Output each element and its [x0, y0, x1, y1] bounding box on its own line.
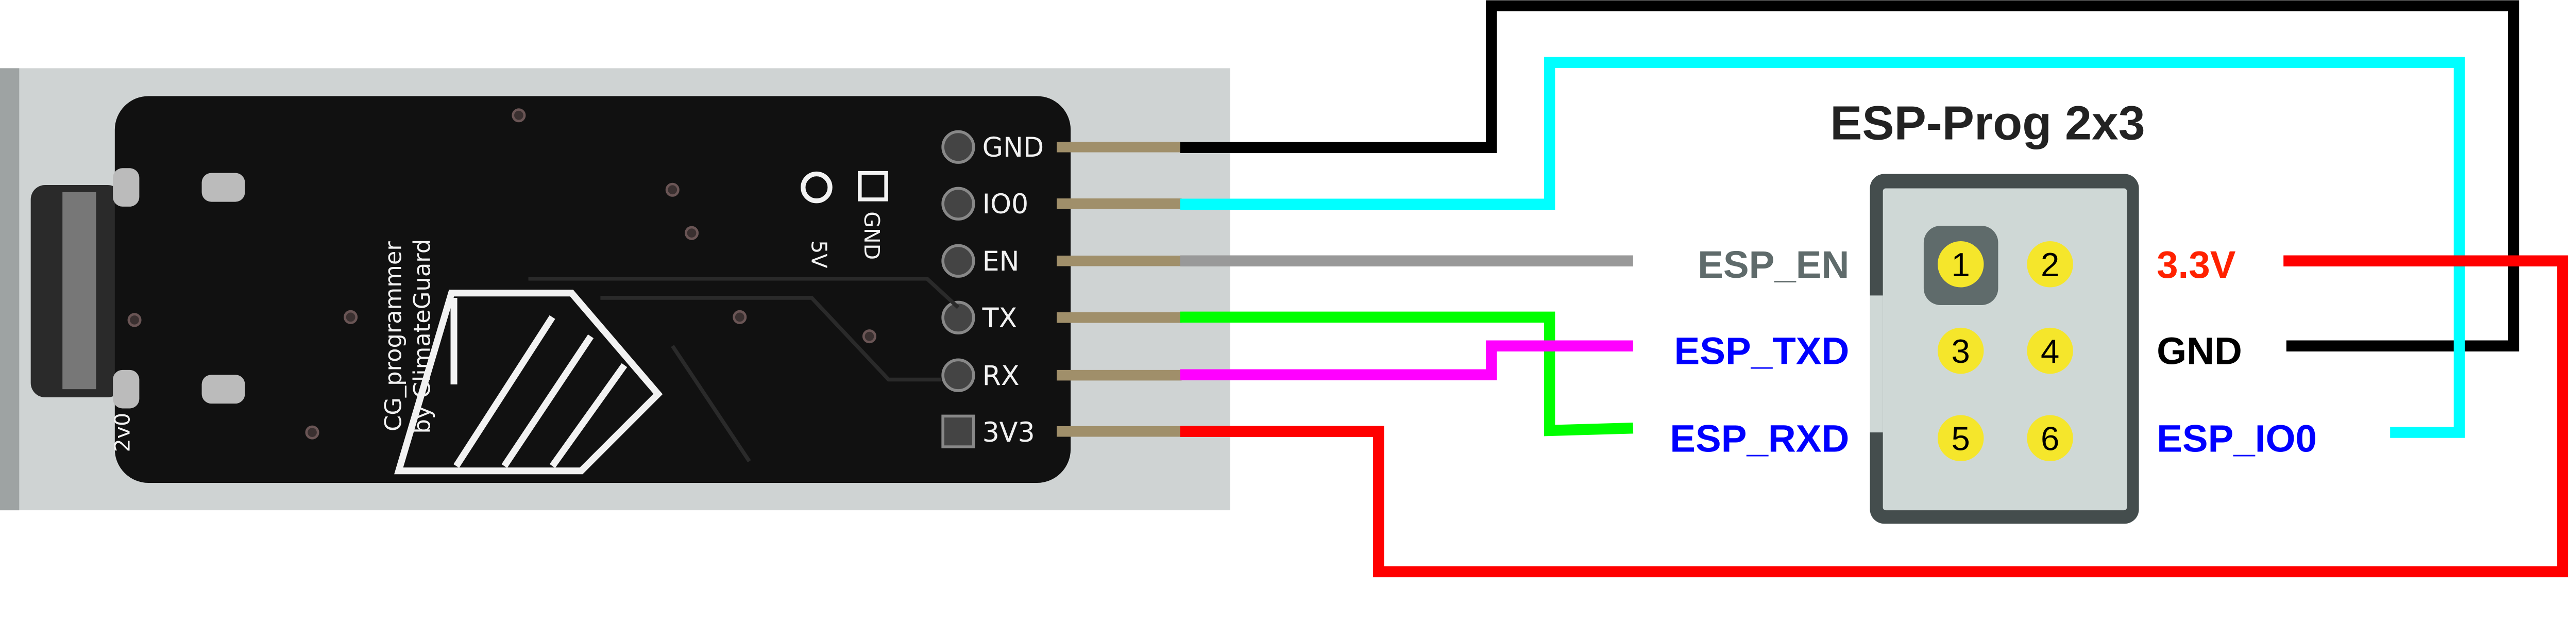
label-3v3: 3.3V	[2157, 243, 2236, 286]
pin-2	[2027, 241, 2073, 288]
wire-tx-to-rxd	[1180, 311, 1634, 437]
led-pad	[113, 370, 140, 409]
wire-gnd	[1180, 0, 2519, 351]
wiring-diagram: CG_programmer by ClimateGuard 5V GND 2v0…	[0, 0, 2568, 578]
board-pin-labels: GND IO0 EN TX RX 3V3	[982, 132, 1044, 448]
header-pins	[1057, 142, 1182, 437]
wire-io0	[1180, 57, 2465, 438]
pin-1	[1937, 241, 1984, 288]
connector-inner	[1883, 188, 2127, 511]
usb-c-shell	[62, 192, 96, 390]
pin-number-3: 3	[1952, 332, 1970, 370]
led-pad	[113, 168, 140, 207]
smd-pad	[201, 375, 245, 404]
wires	[1180, 0, 2568, 578]
climateguard-logo	[394, 290, 663, 475]
pin-number-4: 4	[2041, 332, 2059, 370]
board-name-line2: by ClimateGuard	[408, 239, 435, 434]
connector-key-notch	[1870, 295, 1883, 433]
wire-3v3	[1180, 255, 2568, 578]
board-name-line1: CG_programmer	[379, 241, 406, 431]
photo-edge	[0, 68, 20, 511]
vias	[127, 108, 877, 440]
pin-number-5: 5	[1952, 420, 1970, 458]
board-pin-3v3: 3V3	[982, 417, 1035, 448]
board-pin-gnd: GND	[982, 132, 1044, 163]
board-pin-tx: TX	[982, 303, 1018, 334]
pcb-traces	[528, 277, 960, 463]
board-pin-io0: IO0	[982, 189, 1029, 220]
connector-pins: 1 2 3 4 5 6	[1937, 241, 2073, 462]
smd-pad	[201, 173, 245, 202]
silk-gnd-label: GND	[859, 211, 884, 260]
label-esp-rxd: ESP_RXD	[1670, 416, 1849, 460]
pin-number-1: 1	[1952, 246, 1970, 283]
board-pin-rx: RX	[982, 361, 1020, 392]
board-pin-en: EN	[982, 246, 1020, 277]
wire-rx-to-txd	[1180, 340, 1633, 380]
pin-number-6: 6	[2041, 420, 2059, 458]
label-esp-io0: ESP_IO0	[2157, 416, 2317, 460]
pin-number-2: 2	[2041, 246, 2059, 283]
signal-labels: ESP_EN ESP_TXD ESP_RXD 3.3V GND ESP_IO0	[1670, 243, 2317, 460]
board-photo: CG_programmer by ClimateGuard 5V GND 2v0…	[0, 68, 1230, 511]
pcb-board	[114, 96, 1071, 483]
5v-pad	[801, 171, 833, 204]
silk-version-label: 2v0	[110, 413, 135, 452]
label-esp-txd: ESP_TXD	[1674, 329, 1850, 373]
header-pads	[941, 130, 975, 448]
gnd-pad	[858, 171, 888, 202]
pin-3	[1937, 327, 1984, 374]
pin-6	[2027, 415, 2073, 462]
silk-5v-label: 5V	[807, 240, 832, 268]
esp-prog-connector: 1 2 3 4 5 6	[1870, 174, 2139, 524]
label-esp-en: ESP_EN	[1698, 243, 1849, 286]
pin-4	[2027, 327, 2073, 374]
connector-title: ESP-Prog 2x3	[1830, 96, 2145, 149]
pin-5	[1937, 415, 1984, 462]
label-gnd: GND	[2157, 329, 2242, 373]
